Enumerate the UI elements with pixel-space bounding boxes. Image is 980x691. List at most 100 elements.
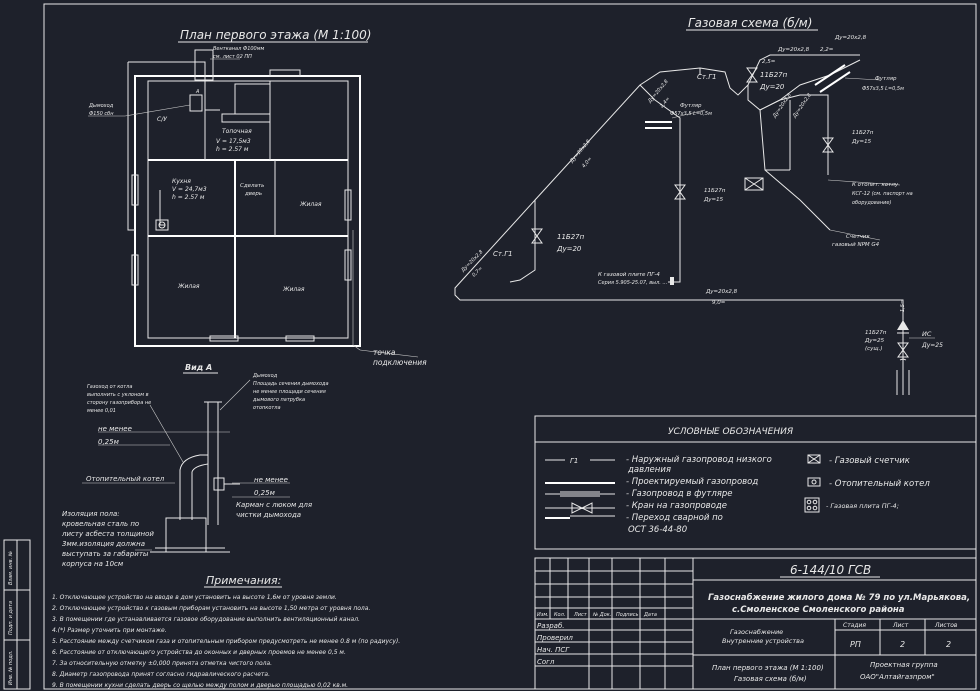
chimney-note-1: Дымоход (252, 373, 278, 379)
is-label: ИС (922, 330, 932, 338)
chimney-label-1: Дымоход (88, 103, 114, 109)
title-block: 6-144/10 ГСВ Газоснабжение жилого дома №… (534, 557, 977, 690)
notes-title: Примечания: (206, 574, 281, 587)
vent-label-1: Вентканал Ф100мм (213, 46, 265, 52)
valve-2-du: Ду=15 (703, 197, 724, 203)
connection-point-1: точка (373, 348, 396, 357)
drawing-code: 6-144/10 ГСВ (790, 563, 871, 577)
side-stamp-3: Инв. № подл. (8, 651, 14, 686)
flue-note-2: выполнить с уклоном в (87, 392, 149, 398)
valve-5 (897, 342, 909, 358)
chimney-label-2: Ф150 сбн (89, 111, 114, 117)
valve-4 (531, 228, 543, 244)
note-3: 3. В помещении где устанавливается газов… (52, 616, 360, 623)
to-boiler-2: КСГ-12 (см. паспорт на (852, 191, 913, 197)
min-dist-2: не менее (254, 476, 288, 484)
legend-stove: - Газовая плита ПГ-4; (826, 502, 899, 510)
pocket-note-1: Карман с люком для (236, 501, 312, 509)
legend-item-2: - Проектируемый газопровод (626, 477, 758, 487)
sheets-value: 2 (946, 640, 951, 649)
room-living-1: Жилая (299, 201, 322, 208)
boiler-room-height: h = 2.57 м (216, 146, 249, 153)
to-stove-1: К газовой плите ПГ-4 (598, 272, 660, 278)
legend-g1: Г1 (570, 457, 578, 465)
dim-24: 2,4= (659, 96, 671, 109)
floor-iso-6: корпуса на 10см (62, 560, 124, 568)
floor-iso-3: листу асбеста толщиной (61, 530, 154, 538)
existing-label: (сущ.) (865, 346, 883, 352)
note-6: 6. Расстояние от отключающего устройства… (52, 649, 346, 656)
riser-st1: Ст.Г1 (697, 73, 717, 81)
valve-1 (746, 67, 758, 83)
kitchen-volume: V = 24,7м3 (172, 186, 207, 193)
gas-scheme: Газовая схема (б/м) (454, 16, 943, 395)
valve-2-type: 11Б27п (704, 188, 726, 194)
legend-item-4: - Кран на газопроводе (626, 501, 727, 511)
room-living-2: Жилая (177, 283, 200, 290)
dim-25: 2,5= (762, 59, 776, 65)
object-line-1: Газоснабжение жилого дома № 79 по ул.Мар… (708, 592, 970, 603)
note-4: 4.(*) Размер уточнить при монтаже. (52, 627, 167, 634)
col-date: Дата (643, 612, 657, 618)
legend-item-5: - Переход сварной по (626, 513, 723, 523)
plan-title: План первого этажа (М 1:100) (180, 28, 371, 42)
boiler-room-label: Топочная (222, 128, 252, 135)
dim-right: 1,5= (900, 300, 906, 312)
stove-symbol (804, 497, 820, 513)
dim-diag-2: 4,0= (581, 156, 593, 169)
floor-iso-4: 3мм.изоляция должна (62, 540, 145, 548)
col-kol: Кол. (554, 612, 565, 618)
floor-plan: План первого этажа (М 1:100) Ве (88, 28, 427, 367)
du20-top: Ду=20х2,8 (834, 35, 867, 41)
sheets-header: Листов (934, 622, 958, 629)
role-check: Проверил (537, 634, 573, 642)
side-stamp: Взам. инв. № Подп. и дата Инв. № подл. (3, 539, 31, 690)
room-living-3: Жилая (282, 286, 305, 293)
view-a-title: Вид А (185, 363, 212, 372)
floor-iso-2: кровельная сталь по (62, 520, 139, 528)
notes: Примечания: 1. Отключающее устройство на… (52, 574, 400, 689)
note-7: 7. За относительную отметку ±0,000 приня… (52, 660, 272, 667)
note-8: 8. Диаметр газопровода принят согласно г… (52, 671, 270, 678)
flue-note-3: сторону газоприбора не (87, 400, 151, 406)
role-dev: Разраб. (537, 622, 565, 630)
min-dist-1: не менее (98, 425, 132, 433)
drawing-name-2: Газовая схема (б/м) (734, 675, 807, 683)
du20-second: Ду=20х2,8 (777, 47, 810, 53)
boiler-room-volume: V = 17,5м3 (216, 138, 251, 145)
note-9: 9. В помещении кухни сделать дверь со ще… (52, 682, 348, 689)
flue-note-1: Газоход от котла (87, 384, 132, 390)
casing-2-spec: Ф57х3,5 L=0,5м (670, 111, 712, 117)
boiler-symbol (807, 477, 821, 487)
view-a: Вид А Газоход от котла выполнить с уклон… (61, 363, 329, 568)
min-dist-1-value: 0,25м (98, 438, 120, 446)
chimney-note-5: отопкотла (253, 405, 281, 411)
side-stamp-2: Подп. и дата (8, 601, 14, 635)
note-5: 5. Расстояние между счетчиком газа и ото… (52, 638, 400, 645)
flue-note-4: менее 0,01 (87, 408, 116, 414)
meter-label-1: Счетчик (846, 234, 871, 240)
valve-4-type: 11Б27п (557, 233, 585, 241)
is-du: Ду=25 (921, 342, 943, 349)
to-boiler-3: оборудование) (852, 200, 891, 206)
legend-item-3: - Газопровод в футляре (626, 489, 733, 499)
scheme-title: Газовая схема (б/м) (688, 16, 812, 30)
stage-value: РП (850, 640, 861, 649)
section-2: Внутренние устройства (722, 637, 804, 645)
object-line-2: с.Смоленское Смоленского района (732, 605, 905, 615)
kitchen-height: h = 2.57 м (172, 194, 205, 201)
valve-1-type: 11Б27п (760, 71, 788, 79)
casing-2-label: Футляр (680, 103, 702, 109)
drawing-name-1: План первого этажа (М 1:100) (712, 664, 824, 672)
note-2: 2. Отключающее устройство к газовым приб… (52, 605, 370, 612)
legend-item-1: - Наружный газопровод низкого (626, 455, 772, 465)
min-dist-2-value: 0,25м (254, 489, 276, 497)
valve-4-du: Ду=20 (556, 245, 582, 253)
org-1: Проектная группа (870, 661, 938, 669)
legend-boiler: - Отопительный котел (829, 479, 930, 489)
col-doc: № Док. (592, 612, 611, 618)
plan-mark-a: А (195, 89, 200, 95)
section-1: Газоснабжение (730, 628, 783, 636)
vent-label-2: см. лист 02 ПП (213, 54, 252, 60)
